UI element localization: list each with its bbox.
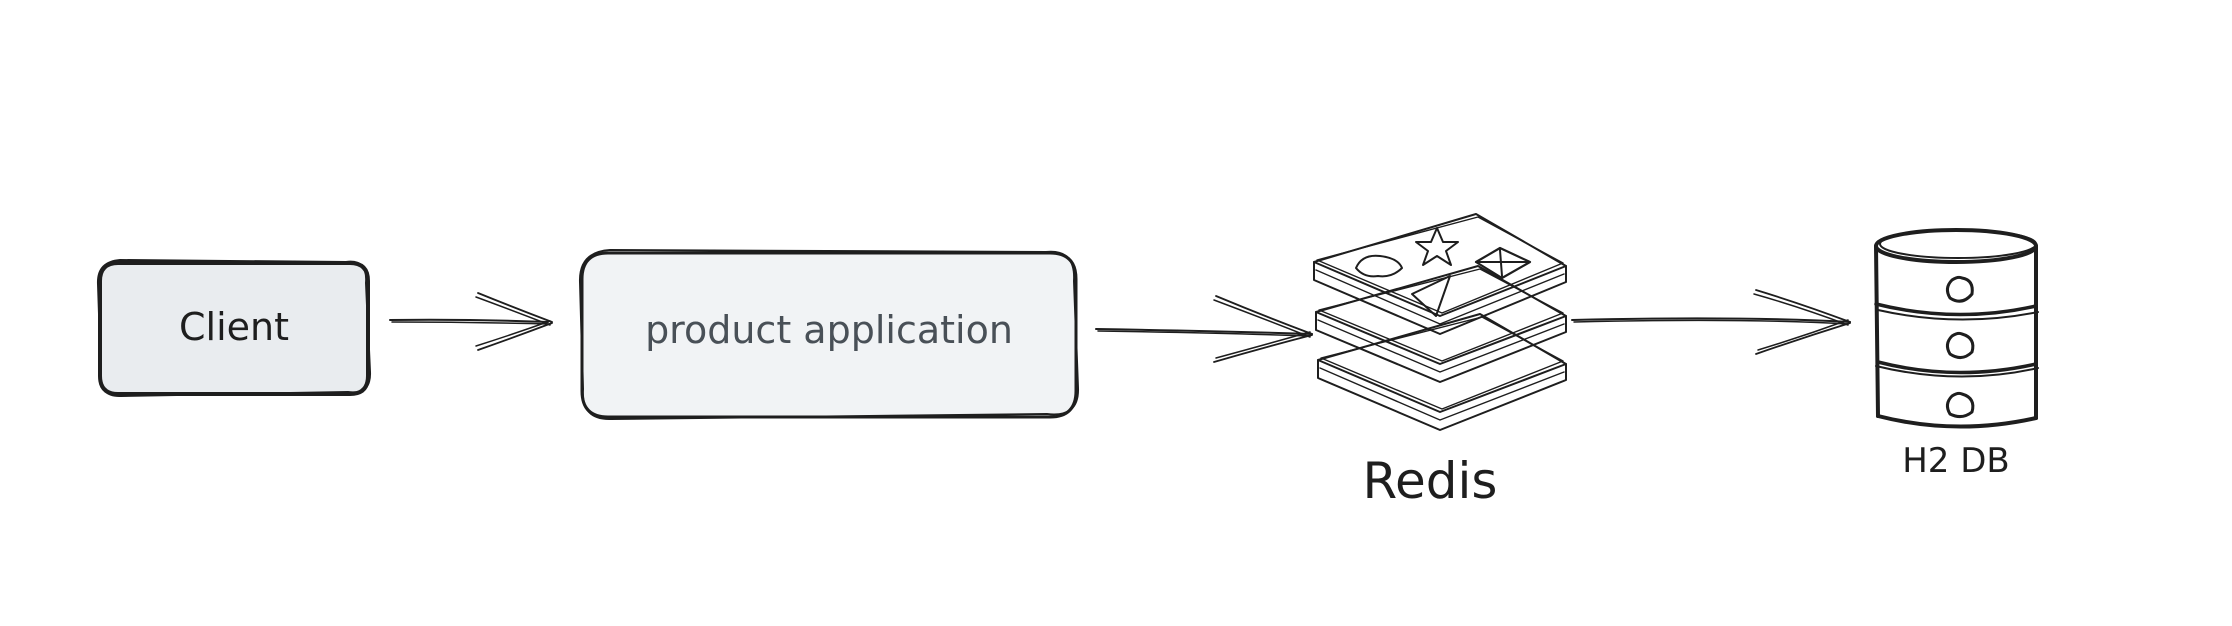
- arrow-redis-to-h2db: [1571, 289, 1851, 355]
- redis-node[interactable]: Redis: [1313, 213, 1567, 510]
- client-node[interactable]: Client: [96, 259, 372, 398]
- triangle-icon: [1411, 275, 1451, 317]
- db-disk-mark-3: [1945, 391, 1975, 419]
- star-icon: [1415, 227, 1459, 266]
- client-label: Client: [179, 305, 289, 349]
- database-cylinder-icon: [1874, 228, 2039, 429]
- db-disk-mark-2: [1945, 331, 1975, 359]
- product-application-label: product application: [645, 308, 1013, 352]
- db-disk-mark-1: [1945, 275, 1974, 303]
- product-application-node[interactable]: product application: [578, 249, 1080, 421]
- redis-stack-icon: [1313, 213, 1567, 431]
- h2db-label: H2 DB: [1902, 441, 2010, 481]
- redis-label: Redis: [1363, 452, 1498, 510]
- arrow-product-to-redis: [1095, 295, 1313, 363]
- box-icon: [1474, 246, 1532, 280]
- h2db-node[interactable]: H2 DB: [1874, 228, 2039, 481]
- arrow-client-to-product: [389, 292, 553, 351]
- blob-icon: [1355, 254, 1403, 278]
